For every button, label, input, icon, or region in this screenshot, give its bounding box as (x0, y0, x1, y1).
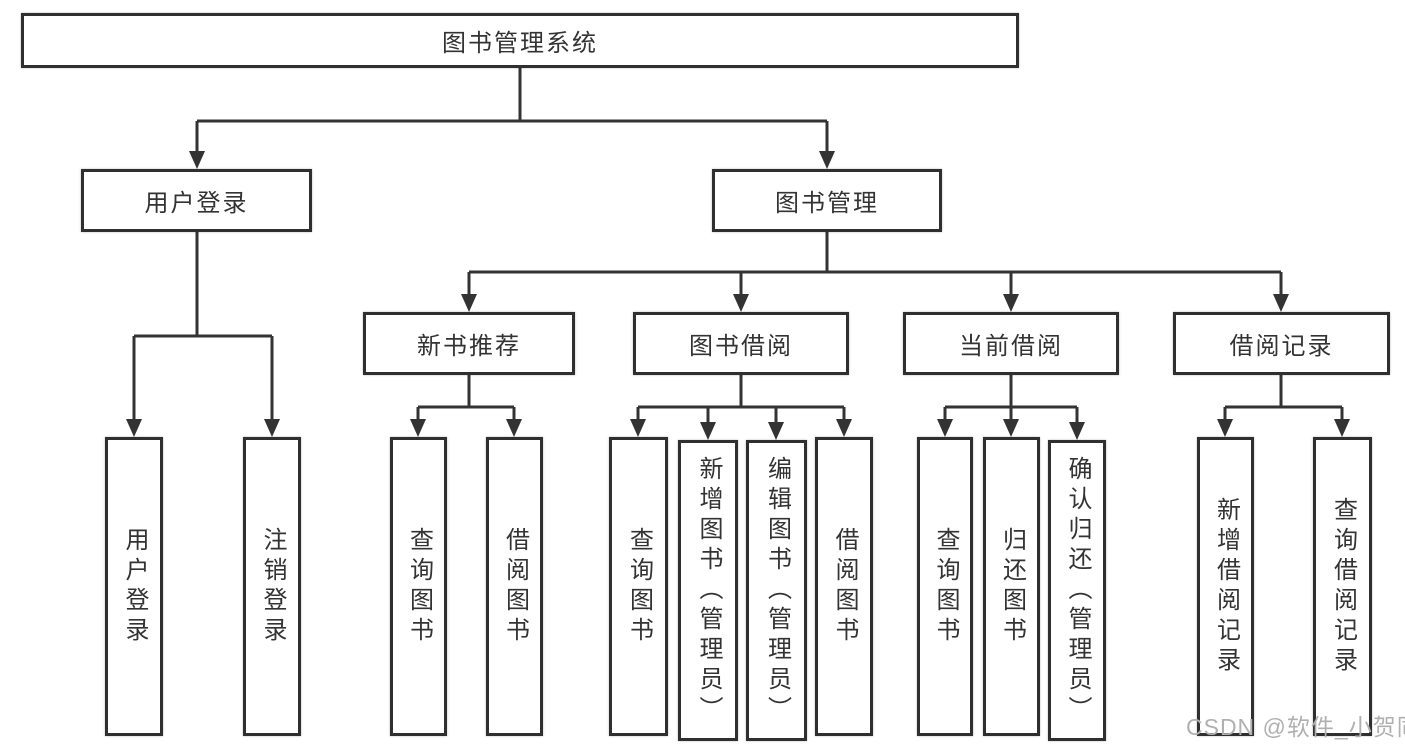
node-borrowing-records: 借阅记录 (1173, 312, 1390, 375)
leaf-borrow-books-recommend: 借阅图书 (486, 437, 543, 736)
node-book-borrowing: 图书借阅 (633, 312, 849, 375)
leaf-query-books-recommend: 查询图书 (390, 437, 447, 736)
node-book-management: 图书管理 (712, 169, 942, 232)
node-current-borrowing: 当前借阅 (903, 312, 1119, 375)
leaf-user-login: 用户登录 (105, 437, 163, 736)
leaf-borrow-books: 借阅图书 (815, 437, 873, 736)
leaf-return-books: 归还图书 (983, 437, 1040, 736)
leaf-add-books-admin: 新增图书（管理员） (678, 440, 738, 741)
leaf-edit-books-admin: 编辑图书（管理员） (746, 440, 807, 741)
node-new-book-recommend: 新书推荐 (363, 312, 575, 375)
leaf-confirm-return-admin: 确认归还（管理员） (1048, 440, 1106, 741)
csdn-watermark: CSDN @软件_小贺同学 (1186, 714, 1405, 740)
leaf-query-borrow-record: 查询借阅记录 (1313, 437, 1372, 736)
node-library-management-system: 图书管理系统 (21, 13, 1019, 68)
leaf-query-books-borrowing: 查询图书 (609, 437, 668, 736)
node-user-login: 用户登录 (81, 169, 312, 232)
leaf-query-books-current: 查询图书 (917, 437, 973, 736)
leaf-logout: 注销登录 (243, 437, 301, 736)
leaf-add-borrow-record: 新增借阅记录 (1197, 437, 1254, 736)
